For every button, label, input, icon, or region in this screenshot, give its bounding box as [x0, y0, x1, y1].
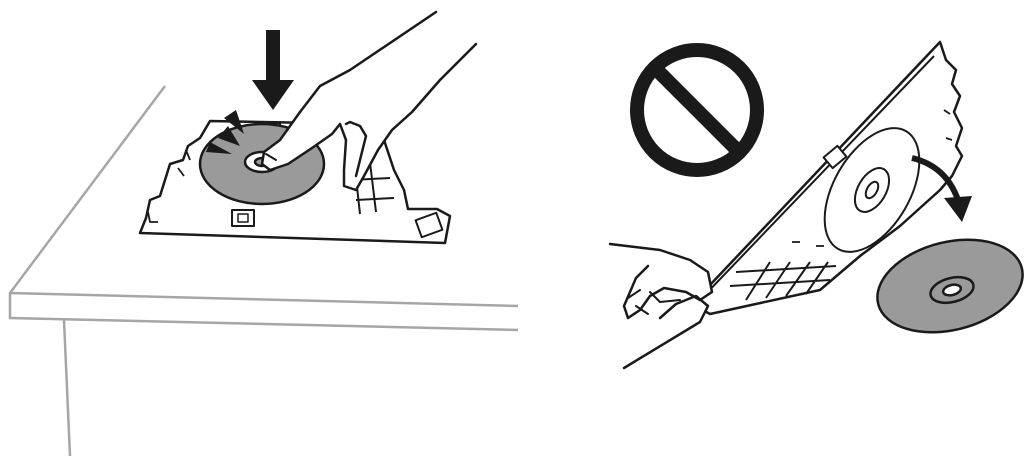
holding-hand-shape — [610, 244, 712, 368]
prohibited-icon — [637, 50, 757, 170]
table-front-top-edge — [10, 293, 518, 306]
left-panel-correct — [10, 12, 518, 456]
table-leg — [64, 320, 70, 456]
cd-disc-falling — [868, 225, 1024, 346]
hand-holding-tray — [610, 244, 712, 368]
right-panel-incorrect — [610, 42, 1024, 368]
down-arrow-icon — [252, 30, 294, 110]
tray-square-bottom — [232, 210, 254, 226]
